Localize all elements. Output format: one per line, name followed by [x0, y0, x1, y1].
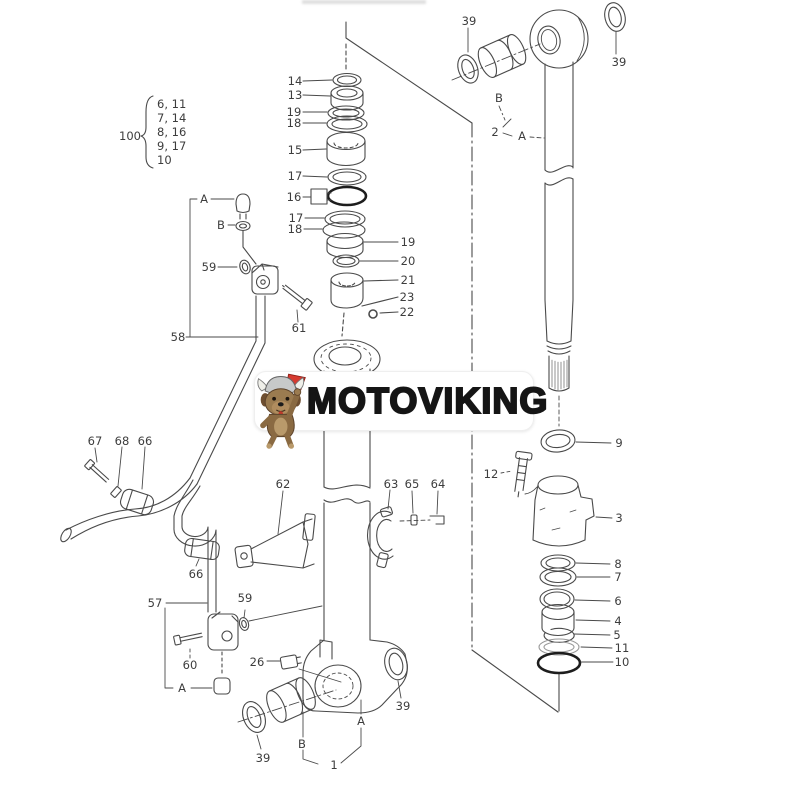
callout-p63: 63 — [384, 477, 399, 491]
callout-vB: B — [217, 218, 225, 232]
callout-v59: 59 — [202, 260, 217, 274]
legend-item-0: 6, 11 — [157, 97, 186, 111]
callout-r3: 3 — [615, 511, 622, 525]
callout-r5: 5 — [613, 628, 620, 642]
callout-b39l: 39 — [256, 751, 271, 765]
callout-s19a: 19 — [287, 105, 302, 119]
callout-r39tr: 39 — [612, 55, 627, 69]
callout-b39r: 39 — [396, 699, 411, 713]
callout-r10: 10 — [615, 655, 630, 669]
callout-p67: 67 — [88, 434, 103, 448]
callout-r11: 11 — [615, 641, 630, 655]
callout-s15: 15 — [288, 143, 303, 157]
callout-r2: 2 — [491, 125, 498, 139]
legend-item-4: 10 — [157, 153, 172, 167]
callout-s20: 20 — [401, 254, 416, 268]
callout-pA: A — [178, 681, 186, 695]
callout-s18a: 18 — [287, 116, 302, 130]
valve-and-piping — [60, 193, 323, 695]
piston-stack-leaders — [302, 79, 399, 314]
callout-bB: B — [298, 737, 306, 751]
callout-v58: 58 — [171, 330, 186, 344]
callout-p65: 65 — [405, 477, 420, 491]
mascot-viking-dog-icon — [257, 373, 306, 449]
callout-v61: 61 — [292, 321, 307, 335]
callout-p60: 60 — [183, 658, 198, 672]
callout-s22: 22 — [400, 305, 415, 319]
legend-group-label: 100 — [119, 129, 141, 143]
piston-rod-assembly — [451, 2, 626, 675]
callout-p57: 57 — [148, 596, 163, 610]
callout-p59: 59 — [238, 591, 253, 605]
callout-p26: 26 — [250, 655, 265, 669]
callout-vA: A — [200, 192, 208, 206]
watermark-logo-band: MOTOVIKING — [254, 371, 548, 449]
tube-clamps — [234, 489, 445, 569]
callout-labels: 1413191815171617181920212322AB5958613939… — [88, 14, 630, 772]
callout-s21: 21 — [401, 273, 416, 287]
callout-r8: 8 — [614, 557, 621, 571]
callout-s14: 14 — [288, 74, 303, 88]
callout-r39tl: 39 — [462, 14, 477, 28]
section-boundary-lines — [345, 21, 560, 713]
callout-r7: 7 — [614, 570, 621, 584]
legend-item-3: 9, 17 — [157, 139, 186, 153]
callout-bA: A — [357, 714, 365, 728]
callout-p66a: 66 — [138, 434, 153, 448]
callout-s16: 16 — [287, 190, 302, 204]
brand-text: MOTOVIKING — [306, 379, 549, 422]
callout-r6: 6 — [614, 594, 621, 608]
legend-brace — [140, 95, 154, 169]
callout-rB: B — [495, 91, 503, 105]
callout-p66b: 66 — [189, 567, 204, 581]
callout-s23: 23 — [400, 290, 415, 304]
callout-b1: 1 — [330, 758, 337, 772]
callout-p62: 62 — [276, 477, 291, 491]
callout-p68: 68 — [115, 434, 130, 448]
callout-s13: 13 — [288, 88, 303, 102]
callout-s19b: 19 — [401, 235, 416, 249]
piston-seal-stack — [322, 43, 378, 337]
callout-r12: 12 — [484, 467, 499, 481]
callout-r9: 9 — [615, 436, 622, 450]
cropped-top-text — [302, 0, 426, 4]
legend-item-1: 7, 14 — [157, 111, 186, 125]
callout-s17a: 17 — [288, 169, 303, 183]
callout-s17b: 17 — [289, 211, 304, 225]
legend-item-2: 8, 16 — [157, 125, 186, 139]
callout-r4: 4 — [614, 614, 621, 628]
callout-rA: A — [518, 129, 526, 143]
callout-s18b: 18 — [288, 222, 303, 236]
callout-p64: 64 — [431, 477, 446, 491]
